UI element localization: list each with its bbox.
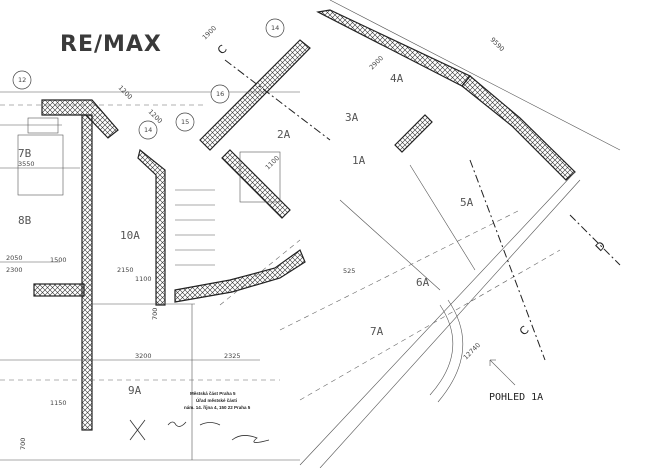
section-c-bottom: C: [517, 323, 532, 338]
callout-14: 14: [144, 126, 152, 134]
dimension: 2300: [6, 266, 23, 274]
view-label: POHLED 1A: [489, 392, 543, 403]
callouts: 12 14 14 15 16: [12, 18, 285, 140]
room-7a: 7A: [370, 325, 384, 338]
dimension: 2150: [117, 266, 134, 274]
dimension: 2900: [368, 54, 385, 71]
section-d: D: [593, 239, 608, 254]
dimension: 2050: [6, 254, 23, 262]
dimension: 525: [343, 267, 355, 275]
dimension: 700: [151, 308, 159, 320]
dimension: 1900: [201, 24, 218, 41]
room-5a: 5A: [460, 196, 474, 209]
room-6a: 6A: [416, 276, 430, 289]
walls: [33, 9, 576, 431]
dimension: 2325: [224, 352, 241, 360]
dimension: 700: [19, 438, 27, 450]
room-labels: 7B 8B 10A 4A 1A 2A 3A 5A 6A 7A 9A: [18, 72, 474, 397]
stamp-line: Městská část Praha 5: [190, 391, 236, 396]
room-8b: 8B: [18, 214, 32, 227]
room-1a: 1A: [352, 154, 366, 167]
room-9a: 9A: [128, 384, 142, 397]
room-7b: 7B: [18, 147, 32, 160]
dimension: 1100: [135, 275, 152, 283]
section-markers: C C D: [215, 42, 608, 338]
remax-logo: RE/MAX: [60, 32, 162, 57]
office-stamp: Městská část Praha 5 Úřad městské části …: [184, 391, 251, 410]
dimension: 1500: [50, 256, 67, 264]
dimension: 1200: [117, 84, 134, 101]
room-4a: 4A: [390, 72, 404, 85]
stamp-line: nám. 14. října 4, 150 22 Praha 5: [184, 405, 251, 410]
dimension: 3550: [18, 160, 35, 168]
room-2a: 2A: [277, 128, 291, 141]
dimension: 9590: [489, 36, 506, 53]
lines: [0, 0, 621, 468]
dimension: 12740: [462, 341, 482, 361]
dimension: 1150: [50, 399, 67, 407]
room-10a: 10A: [120, 229, 140, 242]
stamp-line: Úřad městské části: [196, 397, 237, 403]
callout-15: 15: [181, 118, 189, 126]
room-3a: 3A: [345, 111, 359, 124]
section-c-top: C: [215, 42, 230, 57]
signature-icon: [167, 421, 270, 443]
dimension: 1100: [264, 154, 281, 171]
callout-12: 12: [18, 76, 26, 84]
dimension: 3200: [135, 352, 152, 360]
cross-mark: [129, 419, 146, 441]
callout-16: 16: [216, 90, 224, 98]
callout-14: 14: [271, 24, 279, 32]
